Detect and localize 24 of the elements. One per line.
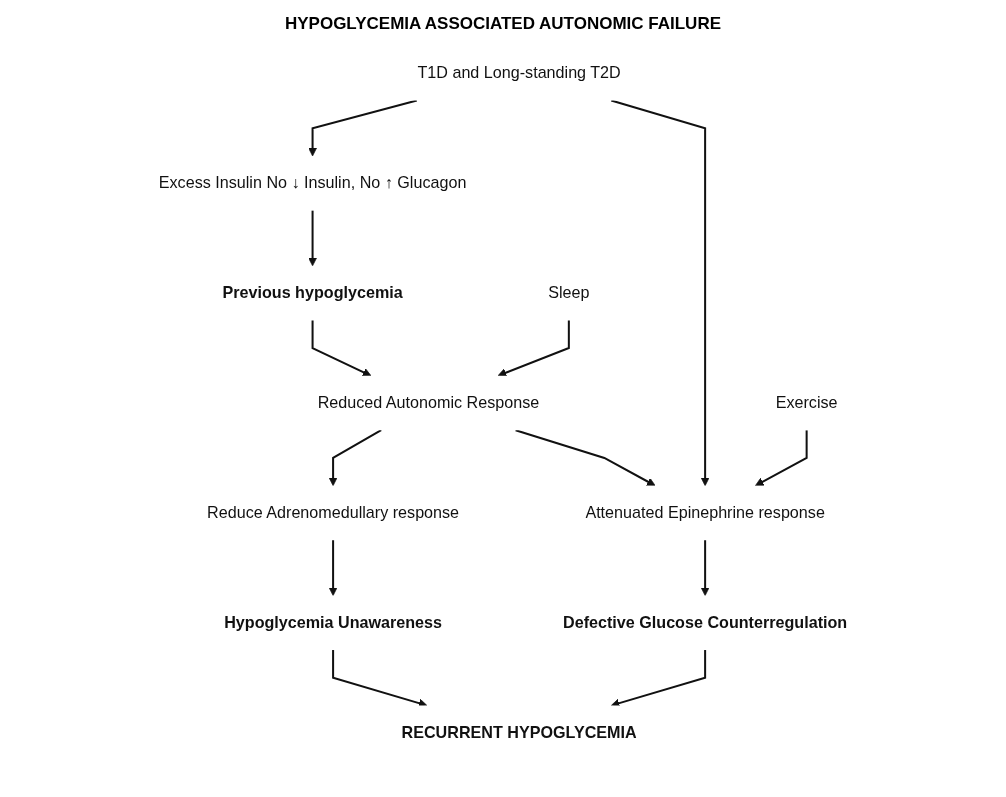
node-text: T1D and Long-standing T2D xyxy=(417,64,621,82)
arrow xyxy=(308,210,317,267)
node-text: Exercise xyxy=(775,393,838,412)
arrow xyxy=(308,99,418,157)
arrow xyxy=(610,99,710,487)
diagram-title: HYPOGLYCEMIA ASSOCIATED AUTONOMIC FAILURE xyxy=(283,13,723,35)
arrow xyxy=(700,540,710,596)
arrow xyxy=(515,429,656,487)
node-text: Attenuated Epinephrine response xyxy=(585,503,825,521)
arrow xyxy=(755,430,808,487)
node-text: RECURRENT HYPOGLYCEMIA xyxy=(401,723,637,741)
node-text: Sleep xyxy=(548,284,590,302)
node-text: Defective Glucose Counterregulation xyxy=(563,613,848,631)
node-text: Hypoglycemia Unawareness xyxy=(224,613,443,631)
arrow xyxy=(610,650,707,708)
arrow xyxy=(311,320,372,377)
arrow xyxy=(497,320,570,377)
node-text: Previous hypoglycemia xyxy=(222,284,403,302)
node-text: Excess Insulin No ↓ Insulin, No ↑ Glucagon xyxy=(158,174,467,192)
arrow xyxy=(332,650,428,708)
arrow xyxy=(328,429,382,487)
node-text: Reduce Adrenomedullary response xyxy=(207,503,460,521)
node-text: Reduced Autonomic Response xyxy=(317,393,540,412)
arrow xyxy=(328,540,338,596)
